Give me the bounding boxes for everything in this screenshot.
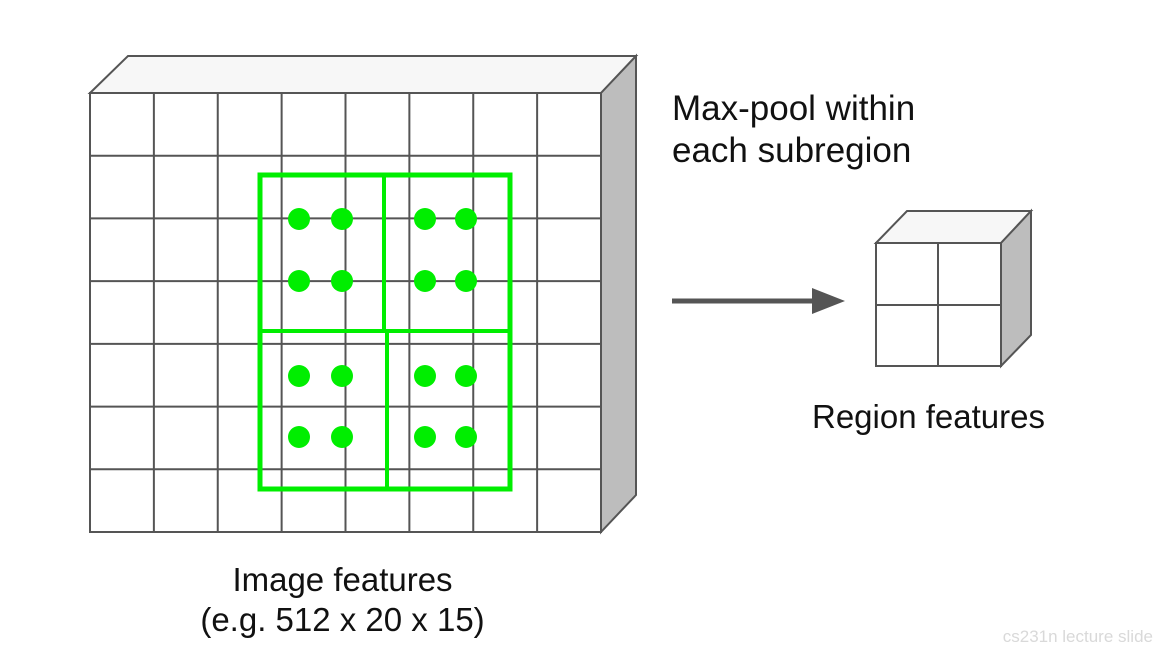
sample-point xyxy=(455,365,477,387)
sample-point xyxy=(455,208,477,230)
roi-box xyxy=(257,172,513,492)
region-features-cube xyxy=(873,208,1034,369)
maxpool-caption: Max-pool within each subregion xyxy=(672,88,915,172)
roi-sample-points xyxy=(288,208,477,448)
sample-point xyxy=(331,365,353,387)
feature-map-side-face xyxy=(600,53,637,535)
sample-point xyxy=(455,426,477,448)
image-features-caption-line2: (e.g. 512 x 20 x 15) xyxy=(200,600,485,638)
sample-point xyxy=(331,270,353,292)
image-features-caption: Image features (e.g. 512 x 20 x 15) xyxy=(190,560,495,639)
sample-point xyxy=(414,426,436,448)
maxpool-caption-line1: Max-pool within xyxy=(672,89,916,128)
feature-map-top-face xyxy=(87,55,639,94)
sample-point xyxy=(455,270,477,292)
image-features-caption-line1: Image features xyxy=(232,561,453,598)
region-features-caption: Region features xyxy=(812,398,1045,435)
feature-map-cube xyxy=(87,53,639,535)
sample-point xyxy=(414,208,436,230)
sample-point xyxy=(288,208,310,230)
sample-point xyxy=(414,270,436,292)
sample-point xyxy=(288,426,310,448)
arrow-head xyxy=(812,288,845,314)
watermark: cs231n lecture slide xyxy=(1002,627,1153,646)
maxpool-caption-line2: each subregion xyxy=(672,131,912,170)
sample-point xyxy=(414,365,436,387)
sample-point xyxy=(288,365,310,387)
sample-point xyxy=(288,270,310,292)
pool-arrow xyxy=(672,288,845,314)
sample-point xyxy=(331,426,353,448)
sample-point xyxy=(331,208,353,230)
